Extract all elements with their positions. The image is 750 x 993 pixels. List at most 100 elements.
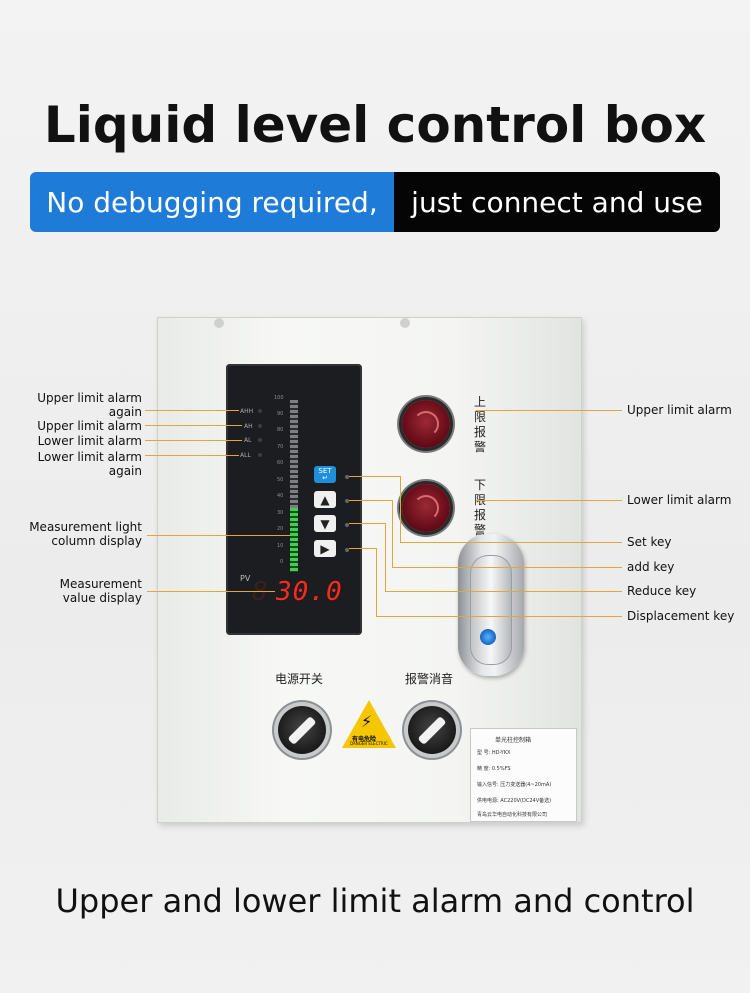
pv-value-display: 30.0 [276, 577, 343, 607]
key-indicator-icon [345, 475, 349, 479]
scale-tick: 40 [277, 493, 284, 499]
warning-text-cn: 有电危险 [352, 736, 377, 743]
callout-line [400, 542, 622, 543]
callout-light-column: Measurement light column display [10, 520, 142, 548]
nameplate-line: 输入信号: 压力变送器(4~20mA) [477, 782, 552, 788]
led-label-ahh: AHH [240, 408, 254, 415]
callout-text: Upper limit alarm [37, 391, 142, 405]
bottom-caption: Upper and lower limit alarm and control [55, 882, 695, 920]
led-label-al: AL [244, 437, 252, 444]
enter-icon: ↵ [322, 473, 328, 482]
nameplate-line: 青岛云华电自动化科技有限公司 [477, 812, 548, 818]
warning-text-en: DANGER ELECTRIC [350, 741, 388, 746]
callout-text: Measurement [59, 577, 142, 591]
lower-alarm-cn-label: 下限报警 [473, 478, 486, 537]
callout-line [400, 476, 401, 542]
callout-set-key: Set key [627, 535, 672, 549]
displacement-key-button[interactable]: ▶ [314, 540, 336, 557]
callout-line [349, 476, 401, 477]
scale-tick: 90 [277, 411, 284, 417]
callout-displacement-key: Displacement key [627, 609, 735, 623]
power-switch[interactable] [278, 706, 326, 754]
callout-lower-limit: Lower limit alarm [37, 434, 142, 448]
light-column-fill [290, 508, 298, 572]
lightning-icon: ⚡ [361, 712, 373, 731]
page-title: Liquid level control box [43, 96, 707, 154]
scale-tick: 30 [277, 510, 284, 516]
alarm-mute-switch[interactable] [408, 706, 456, 754]
tagline-banner: No debugging required, just connect and … [30, 172, 720, 232]
callout-line [349, 548, 377, 549]
down-triangle-icon: ▼ [320, 516, 330, 531]
reduce-key-button[interactable]: ▼ [314, 515, 336, 532]
callout-line [476, 500, 622, 501]
led-ah-icon [258, 424, 262, 428]
led-ahh-icon [258, 409, 262, 413]
nameplate-line: 供电电源: AC220V(DC24V备选) [477, 798, 552, 804]
add-key-button[interactable]: ▲ [314, 491, 336, 508]
callout-measurement-value: Measurement value display [10, 577, 142, 605]
callout-line [385, 523, 386, 591]
callout-reduce-key: Reduce key [627, 584, 697, 598]
scale-tick: 50 [277, 477, 284, 483]
callout-line [147, 535, 290, 536]
lower-alarm-light [402, 484, 450, 532]
callout-add-key: add key [627, 560, 675, 574]
nameplate-title: 单光柱控制箱 [495, 737, 532, 744]
callout-line [145, 440, 242, 441]
callout-text: Measurement light [29, 520, 142, 534]
tagline-left: No debugging required, [30, 172, 394, 232]
nameplate-line: 型 号: HD-YKX [477, 750, 511, 756]
scale-tick: 60 [277, 460, 284, 466]
electric-hazard-sign [342, 700, 396, 748]
screw-icon [400, 318, 410, 328]
callout-line [145, 425, 242, 426]
tagline-right: just connect and use [394, 172, 720, 232]
callout-line [392, 567, 622, 568]
switch-knob-icon [417, 716, 447, 745]
callout-text: Lower limit alarm [37, 450, 142, 464]
callout-line [392, 500, 393, 567]
set-key-label: SET [318, 466, 332, 475]
callout-line [476, 410, 622, 411]
callout-lower-limit-right: Lower limit alarm [627, 493, 732, 507]
light-column-bar [290, 400, 298, 572]
led-al-icon [258, 438, 262, 442]
switch-knob-icon [287, 716, 317, 745]
scale-tick: 80 [277, 427, 284, 433]
callout-upper-limit-right: Upper limit alarm [627, 403, 732, 417]
led-all-icon [258, 453, 262, 457]
pv-unlit-digit: 8 [252, 577, 268, 607]
callout-line [145, 410, 239, 411]
scale-tick: 0 [280, 559, 284, 565]
nameplate-line: 精 度: 0.5%FS [477, 766, 511, 772]
upper-alarm-cn-label: 上限报警 [473, 395, 486, 454]
callout-line [145, 455, 239, 456]
pv-label: PV [240, 574, 251, 583]
callout-line [147, 591, 275, 592]
callout-line [349, 523, 386, 524]
upper-alarm-light [402, 400, 450, 448]
callout-line [376, 548, 377, 616]
key-indicator-icon [345, 523, 349, 527]
callout-text: again [108, 464, 142, 478]
alarm-mute-label: 报警消音 [405, 672, 454, 686]
screw-icon [214, 318, 224, 328]
door-handle-grip [470, 555, 512, 665]
up-triangle-icon: ▲ [320, 492, 330, 507]
callout-text: column display [51, 534, 142, 548]
alarm-swirl-icon [413, 495, 439, 521]
led-label-ah: AH [244, 423, 253, 430]
key-indicator-icon [345, 548, 349, 552]
callout-line [349, 500, 393, 501]
scale-tick: 10 [277, 543, 284, 549]
set-key-button[interactable]: SET ↵ [314, 466, 336, 483]
lock-icon [480, 629, 496, 645]
alarm-swirl-icon [413, 411, 439, 437]
scale-tick: 100 [274, 395, 284, 401]
led-label-all: ALL [240, 452, 251, 459]
callout-text: again [108, 405, 142, 419]
callout-line [385, 591, 622, 592]
scale-tick: 20 [277, 526, 284, 532]
right-triangle-icon: ▶ [320, 541, 330, 556]
